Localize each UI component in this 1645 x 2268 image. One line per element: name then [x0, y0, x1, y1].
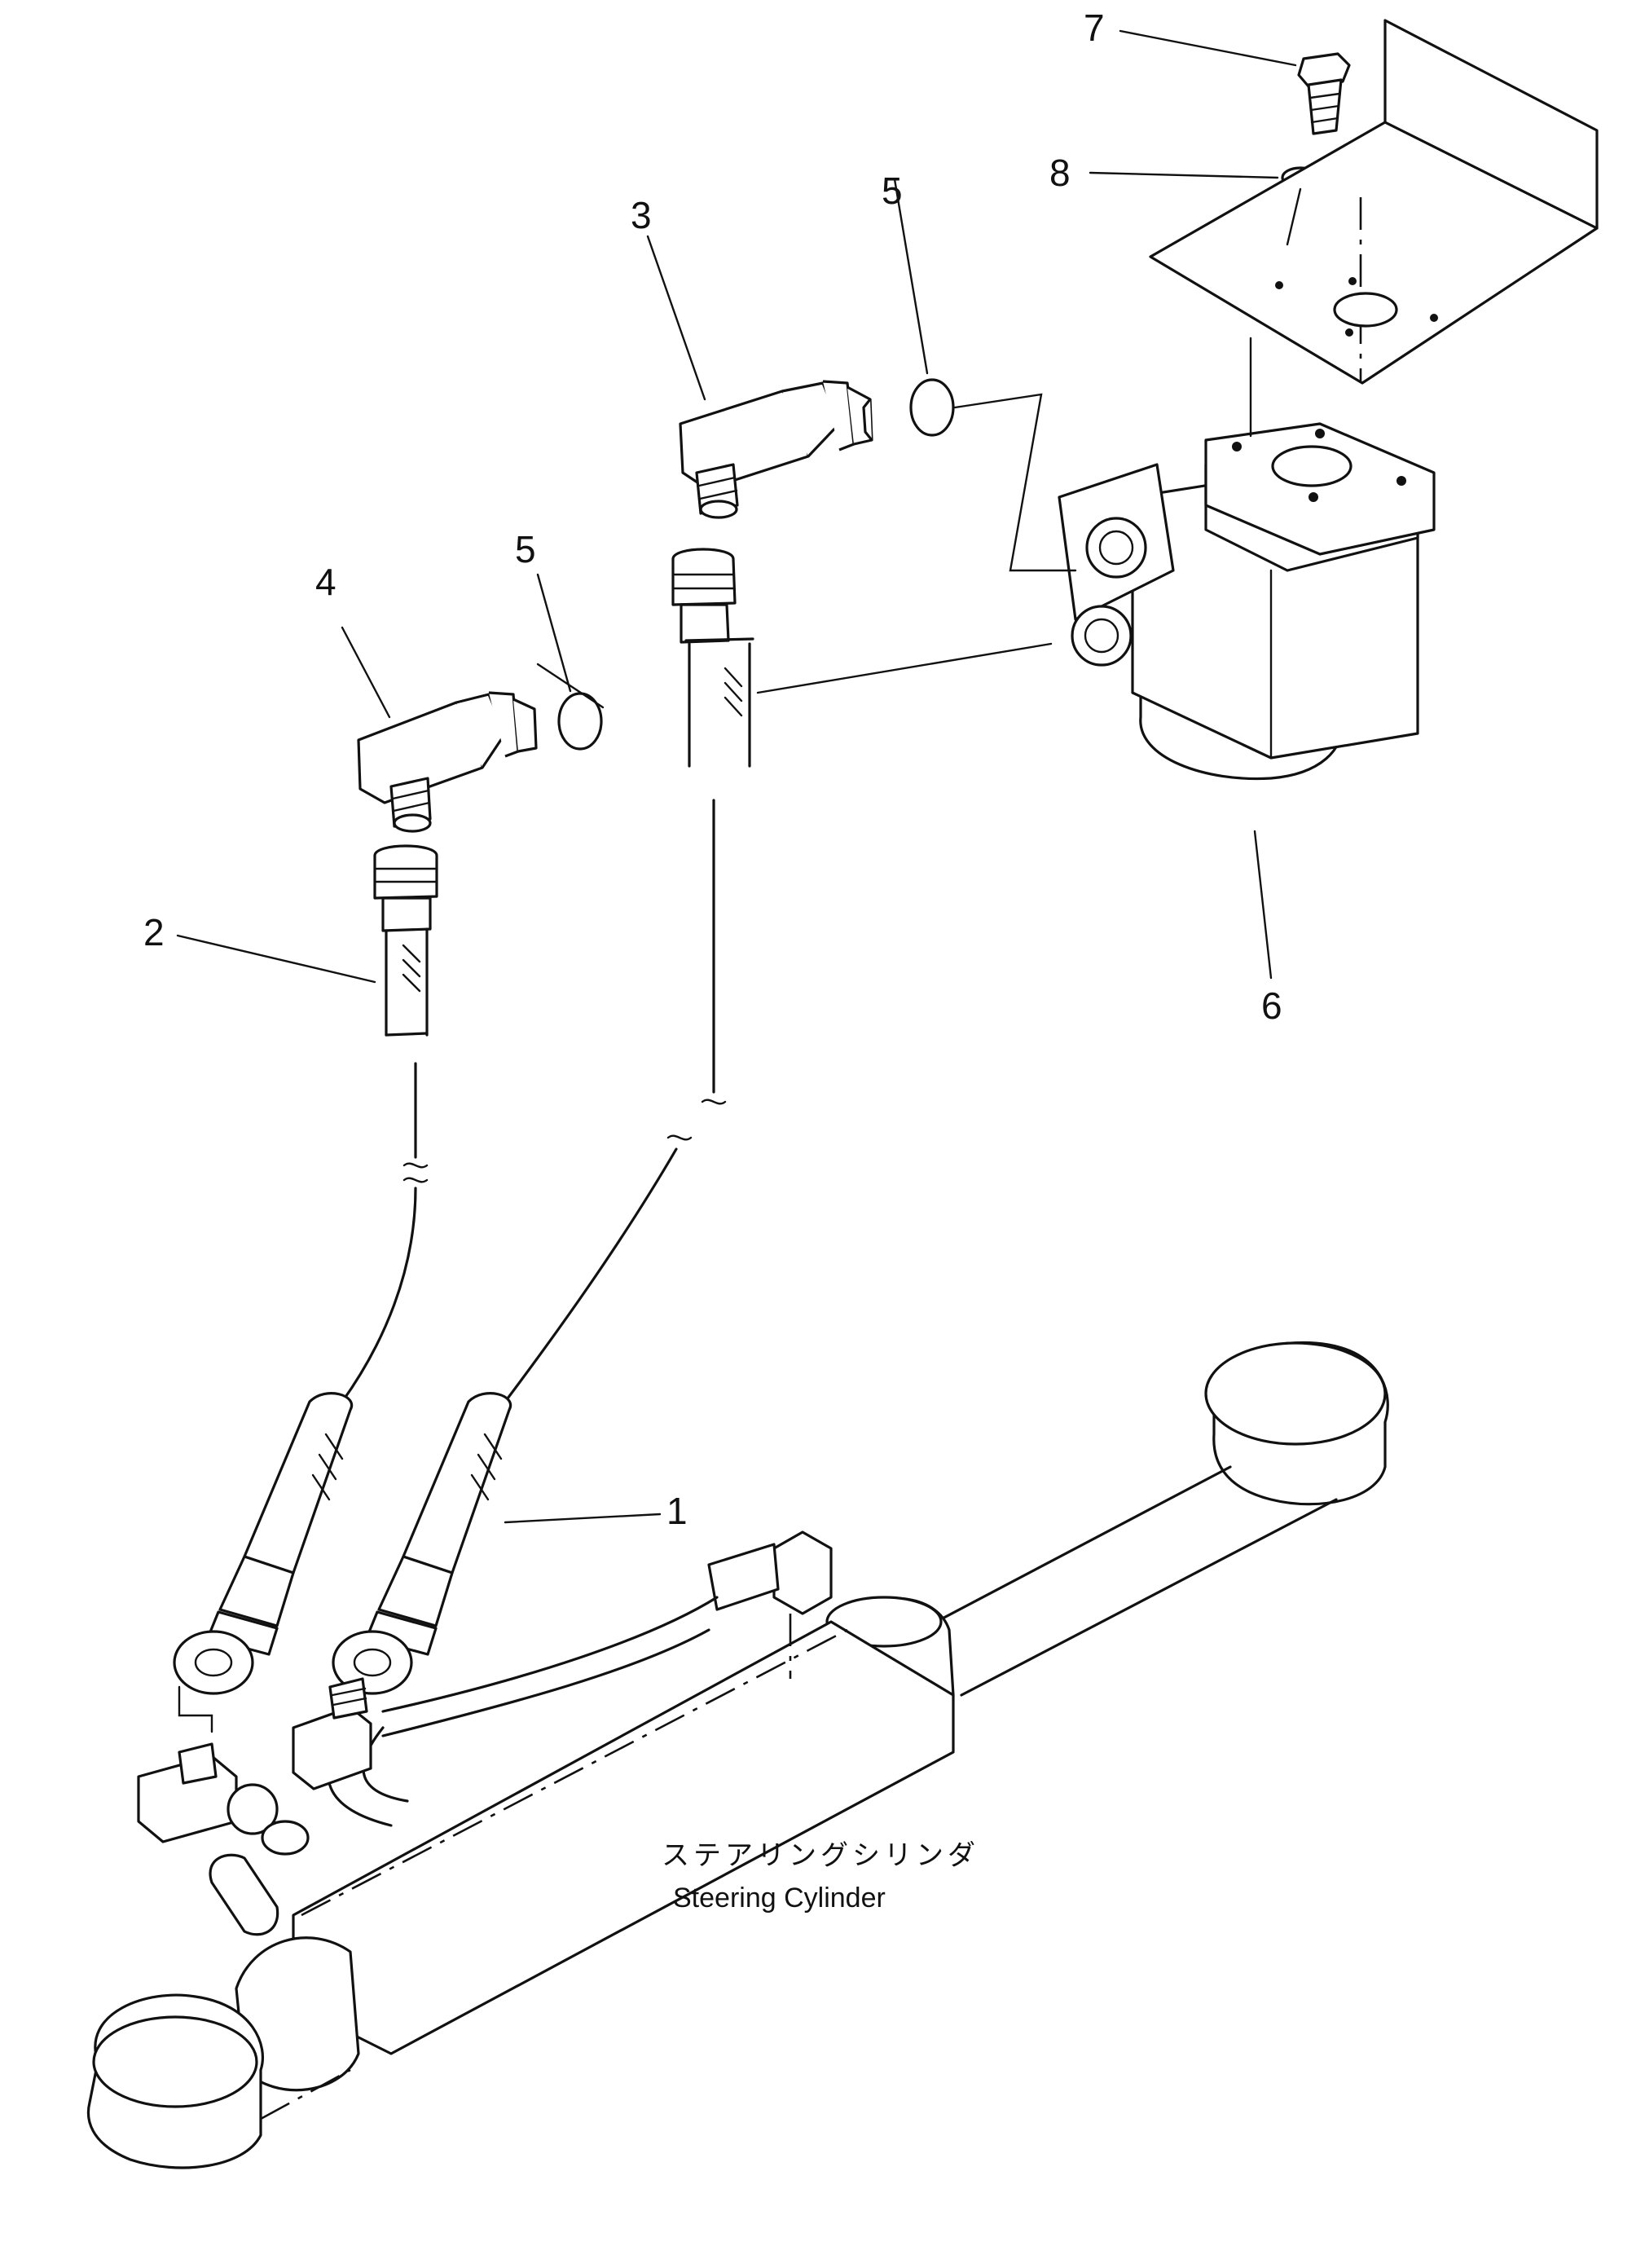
part-3-elbow-fitting — [679, 380, 873, 519]
leader-lines — [176, 29, 1297, 1524]
hose-routing-lines — [341, 187, 1302, 1403]
caption-japanese: ステアリングシリンダ — [662, 1840, 979, 1871]
part-6-steering-valve — [1058, 422, 1436, 781]
caption-english: Steering Cylinder — [673, 1883, 886, 1913]
callout-4: 4 — [315, 561, 336, 603]
part-4-elbow-fitting — [357, 691, 538, 833]
mounting-bracket — [1149, 19, 1599, 385]
callout-7: 7 — [1084, 7, 1105, 49]
callout-5-upper: 5 — [882, 170, 903, 212]
callout-6: 6 — [1261, 984, 1282, 1027]
callout-8: 8 — [1049, 152, 1071, 194]
callout-5-lower: 5 — [515, 528, 536, 570]
upper-hose-assembly — [671, 548, 754, 768]
steering-cylinder — [86, 1341, 1389, 2169]
cylinder-caption: ステアリングシリンダ Steering Cylinder — [662, 1840, 979, 1913]
callout-1: 1 — [666, 1490, 688, 1532]
part-2-hose-assembly — [373, 844, 438, 1037]
callout-2: 2 — [143, 911, 165, 953]
part-5-o-ring-upper — [909, 378, 955, 437]
callout-3: 3 — [631, 194, 652, 236]
part-7-bolt — [1297, 52, 1351, 135]
callout-numbers: 7 8 3 5 4 5 2 6 1 — [143, 7, 1282, 1532]
part-1-hose-ends — [173, 1392, 512, 1733]
part-5-o-ring-lower — [557, 692, 603, 751]
